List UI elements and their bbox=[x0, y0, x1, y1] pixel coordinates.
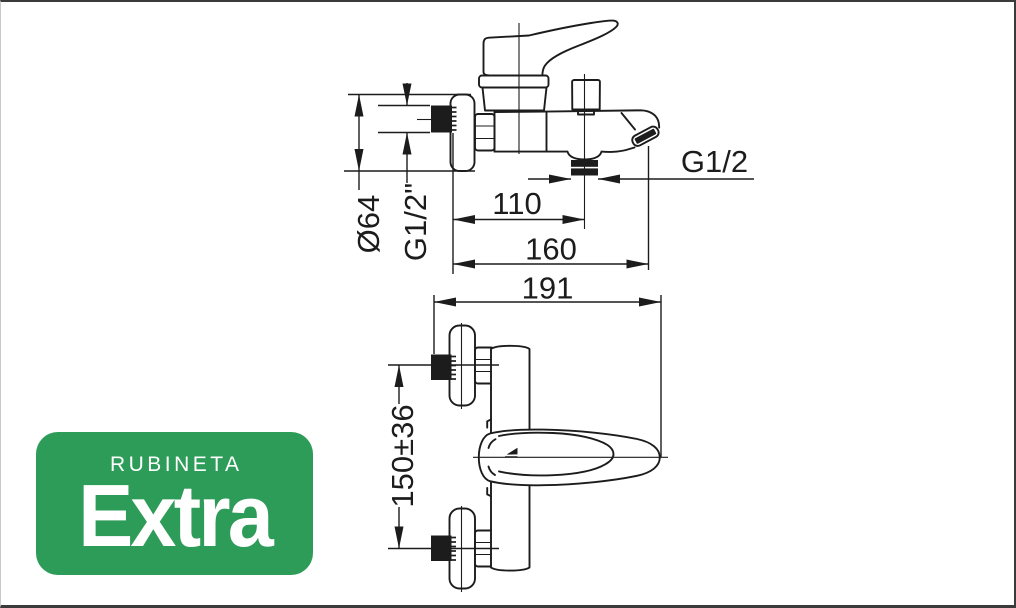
hex-nut bbox=[474, 113, 496, 152]
front-view bbox=[431, 323, 668, 592]
brand-logo: RUBINETA Extra bbox=[36, 432, 313, 575]
diverter-knob bbox=[571, 79, 601, 111]
dim-diameter: Ø64 bbox=[351, 195, 386, 254]
dim-pipe-spacing: 150±36 bbox=[385, 404, 420, 507]
handle-collar bbox=[478, 74, 550, 89]
thread-ticks bbox=[451, 536, 456, 561]
wall-thread-block bbox=[431, 354, 452, 380]
handle-lever bbox=[482, 19, 619, 77]
dim-wall-thread: G1/2" bbox=[398, 183, 433, 261]
dim-160: 160 bbox=[525, 232, 577, 267]
cartridge-housing bbox=[481, 86, 548, 112]
spout-crease bbox=[620, 112, 636, 131]
thread-ticks bbox=[452, 106, 457, 131]
dim-110: 110 bbox=[492, 186, 541, 221]
front-view-dimensions: 150±36 bbox=[385, 364, 499, 550]
side-view-dimensions: Ø64 G1/2" G1/2 110 160 191 bbox=[344, 83, 754, 457]
brand-name: RUBINETA bbox=[109, 453, 243, 476]
handle-inner-contour bbox=[498, 431, 615, 477]
wall-thread-block bbox=[431, 105, 452, 133]
body-bottom-edge bbox=[493, 146, 636, 161]
series-name: Extra bbox=[78, 466, 274, 565]
dim-spout-thread: G1/2 bbox=[681, 144, 748, 179]
wall-flange bbox=[449, 93, 476, 172]
side-view bbox=[417, 19, 661, 229]
spout-aerator bbox=[631, 125, 660, 147]
dim-191: 191 bbox=[522, 271, 574, 306]
